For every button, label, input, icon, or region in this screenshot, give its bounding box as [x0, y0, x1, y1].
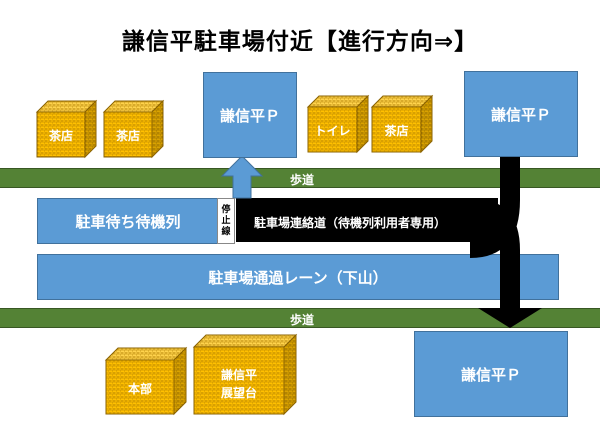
- through-lane-label: 駐車場通過レーン（下山）: [208, 268, 388, 287]
- parking-bottom-right: 謙信平Ｐ: [414, 331, 568, 417]
- waiting-lane-label: 駐車待ち待機列: [75, 212, 181, 231]
- building-tea-3: [370, 94, 434, 154]
- building-observatory-label-1: 謙信平: [220, 368, 257, 382]
- sidewalk-bottom: 歩道: [0, 308, 600, 328]
- building-tea-1-label: 茶店: [48, 129, 73, 143]
- parking-top-center: 謙信平Ｐ: [203, 72, 297, 158]
- stop-line-char-1: 停: [221, 204, 231, 215]
- sidewalk-bottom-label: 歩道: [290, 313, 315, 327]
- building-tea-2-label: 茶店: [115, 129, 140, 143]
- sidewalk-top: 歩道: [0, 168, 600, 188]
- building-tea-1: [35, 99, 98, 159]
- sidewalk-top-label: 歩道: [290, 173, 315, 187]
- parking-top-right: 謙信平Ｐ: [464, 71, 578, 157]
- building-hq-label: 本部: [127, 382, 152, 396]
- building-tea-2: [102, 99, 165, 159]
- building-hq: [104, 346, 188, 416]
- parking-bottom-right-label: 謙信平Ｐ: [460, 365, 521, 384]
- building-toilet: [306, 94, 370, 154]
- stop-line: 停 止 線: [217, 198, 235, 244]
- building-observatory-label-2: 展望台: [220, 386, 257, 400]
- parking-top-center-label: 謙信平Ｐ: [219, 106, 280, 125]
- through-lane: 駐車場通過レーン（下山）: [37, 254, 559, 300]
- building-observatory: [192, 333, 298, 416]
- stop-line-char-2: 止: [221, 215, 231, 226]
- building-toilet-label: トイレ: [314, 124, 351, 138]
- building-tea-3-label: 茶店: [384, 124, 409, 138]
- connector-label: 駐車場連絡道（待機列利用者専用）: [254, 216, 447, 230]
- waiting-lane: 駐車待ち待機列: [37, 198, 219, 244]
- stop-line-char-3: 線: [221, 226, 231, 237]
- parking-top-right-label: 謙信平Ｐ: [490, 105, 551, 124]
- diagram-title: 謙信平駐車場付近【進行方向⇒】: [121, 29, 479, 55]
